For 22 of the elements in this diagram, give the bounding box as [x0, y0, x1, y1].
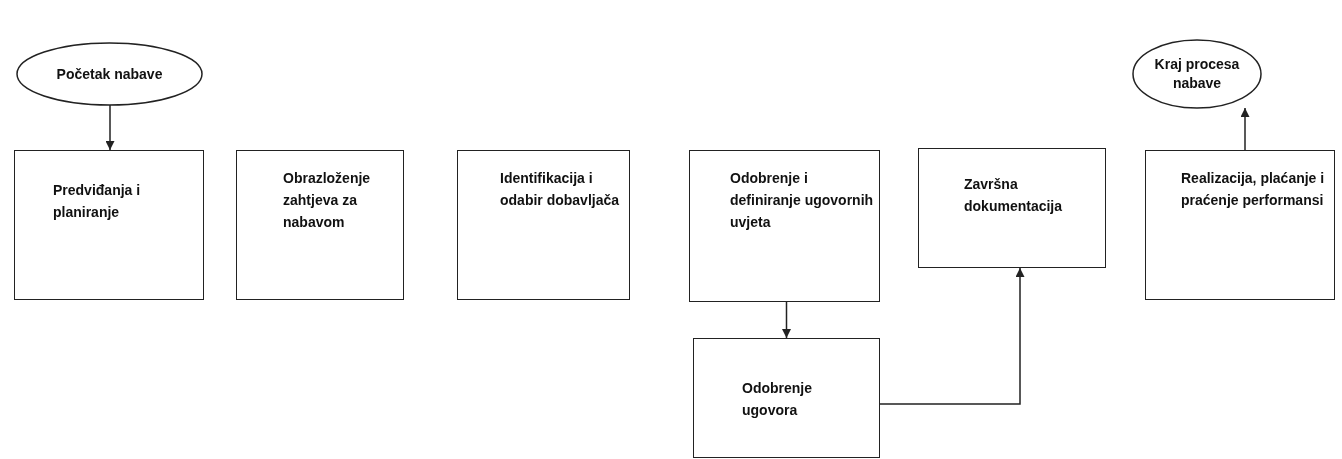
node-label: Identifikacija i odabir dobavljača [500, 169, 621, 210]
terminal-ellipse [17, 43, 202, 105]
terminal-ellipse [1133, 40, 1261, 108]
arrow [105, 104, 115, 151]
arrow [879, 267, 1025, 405]
node-label: Odobrenje i definiranje ugovornih uvjeta [730, 169, 875, 232]
node-label: Završna dokumentacija [964, 175, 1064, 216]
node-label: Kraj procesa nabave [1153, 55, 1241, 93]
process-box [14, 150, 204, 300]
process-box [457, 150, 630, 300]
node-label: Odobrenje ugovora [742, 379, 813, 420]
arrow [782, 301, 791, 339]
process-box [693, 338, 880, 458]
node-label: Početak nabave [55, 64, 164, 84]
arrow [1240, 107, 1250, 151]
process-box [236, 150, 404, 300]
process-box [918, 148, 1106, 268]
node-label: Predviđanja i planiranje [53, 181, 142, 222]
process-box [689, 150, 880, 302]
node-label: Obrazloženje zahtjeva za nabavom [283, 169, 372, 232]
process-box [1145, 150, 1335, 300]
node-label: Realizacija, plaćanje i praćenje performansi [1181, 169, 1326, 210]
